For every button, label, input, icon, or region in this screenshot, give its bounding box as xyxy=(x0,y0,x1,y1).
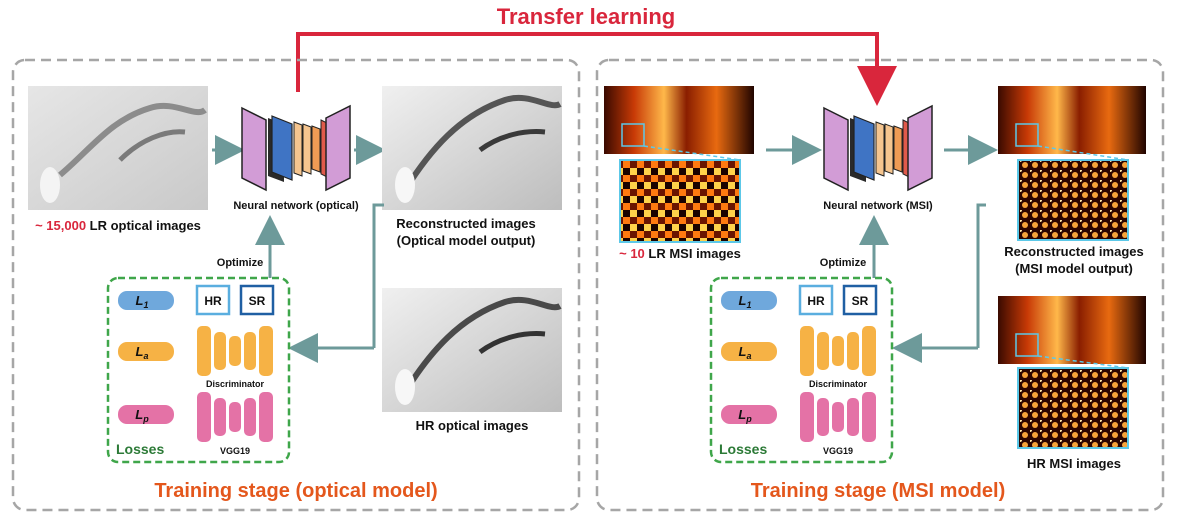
msi-l1-sub: 1 xyxy=(746,300,751,310)
optical-sr-box-label: SR xyxy=(249,294,266,308)
lr-msi-count: ~ 10 xyxy=(619,246,645,261)
optical-feedback-line xyxy=(372,203,384,348)
optical-stage-label: Training stage (optical model) xyxy=(154,480,437,502)
transfer-arrow xyxy=(296,32,897,106)
reconstructed-msi-image xyxy=(998,86,1146,241)
optical-losses-box xyxy=(106,276,291,464)
lr-msi-text: LR MSI images xyxy=(645,246,741,261)
optical-neural-network-icon xyxy=(241,104,351,192)
reconstructed-msi-line1: Reconstructed images xyxy=(1004,244,1143,259)
msi-lp-symbol: L xyxy=(738,407,746,422)
msi-loss-la: La xyxy=(721,342,777,361)
optical-loss-la: La xyxy=(118,342,174,361)
hr-optical-image xyxy=(382,288,562,412)
msi-la-symbol: L xyxy=(739,344,747,359)
hr-optical-label: HR optical images xyxy=(416,418,529,433)
reconstructed-optical-image xyxy=(382,86,562,210)
lr-optical-text: LR optical images xyxy=(86,218,201,233)
optical-optimize-label: Optimize xyxy=(217,257,263,269)
lr-optical-label: ~ 15,000 LR optical images xyxy=(35,218,201,233)
msi-hr-box xyxy=(798,284,834,316)
optical-lp-sub: p xyxy=(142,414,149,424)
msi-neural-network-icon xyxy=(823,104,933,192)
optical-la-sub: a xyxy=(143,351,148,361)
optical-stage-frame xyxy=(11,58,581,512)
lr-optical-count: ~ 15,000 xyxy=(35,218,86,233)
msi-stage-frame xyxy=(595,58,1165,512)
msi-network-label: Neural network (MSI) xyxy=(823,200,933,212)
lr-optical-image xyxy=(28,86,208,210)
reconstructed-msi-line2: (MSI model output) xyxy=(1015,261,1133,276)
msi-lp-sub: p xyxy=(745,414,752,424)
msi-l1-symbol: L xyxy=(739,293,747,308)
optical-discriminator-label: Discriminator xyxy=(206,379,265,389)
optical-la-symbol: L xyxy=(136,344,144,359)
optical-loss-l1: L1 xyxy=(118,291,174,310)
optical-vgg-label: VGG19 xyxy=(220,446,250,456)
msi-sr-box-label: SR xyxy=(852,294,869,308)
reconstructed-optical-line1: Reconstructed images xyxy=(396,216,535,231)
optical-losses-title: Losses xyxy=(116,441,164,457)
msi-vgg-icon xyxy=(800,392,876,442)
hr-msi-image xyxy=(998,296,1146,449)
svg-text:L1: L1 xyxy=(739,293,752,310)
optical-l1-sub: 1 xyxy=(143,300,148,310)
hr-msi-label: HR MSI images xyxy=(1027,456,1121,471)
msi-la-sub: a xyxy=(746,351,751,361)
optical-hr-box-label: HR xyxy=(204,294,222,308)
optical-hr-box xyxy=(195,284,231,316)
msi-sr-box xyxy=(842,284,878,316)
optical-lp-symbol: L xyxy=(135,407,143,422)
lr-msi-label: ~ 10 LR MSI images xyxy=(619,246,741,261)
svg-text:La: La xyxy=(739,344,752,361)
svg-text:Lp: Lp xyxy=(738,407,752,424)
msi-loss-lp: Lp xyxy=(721,405,777,424)
reconstructed-optical-line2: (Optical model output) xyxy=(397,233,536,248)
svg-text:L1: L1 xyxy=(136,293,149,310)
optical-network-label: Neural network (optical) xyxy=(233,200,359,212)
msi-optimize-label: Optimize xyxy=(820,257,866,269)
msi-discriminator-label: Discriminator xyxy=(809,379,868,389)
msi-loss-l1: L1 xyxy=(721,291,777,310)
transfer-learning-title: Transfer learning xyxy=(497,4,676,29)
optical-sr-box xyxy=(239,284,275,316)
lr-msi-image xyxy=(604,86,754,243)
optical-l1-symbol: L xyxy=(136,293,144,308)
optical-loss-lp: Lp xyxy=(118,405,174,424)
svg-text:Lp: Lp xyxy=(135,407,149,424)
msi-vgg-label: VGG19 xyxy=(823,446,853,456)
msi-feedback-line xyxy=(976,203,986,348)
msi-stage-label: Training stage (MSI model) xyxy=(751,480,1005,502)
msi-hr-box-label: HR xyxy=(807,294,825,308)
optical-discriminator-icon xyxy=(197,326,273,376)
msi-losses-box xyxy=(709,276,894,464)
msi-discriminator-icon xyxy=(800,326,876,376)
optical-vgg-icon xyxy=(197,392,273,442)
msi-losses-title: Losses xyxy=(719,441,767,457)
svg-text:La: La xyxy=(136,344,149,361)
